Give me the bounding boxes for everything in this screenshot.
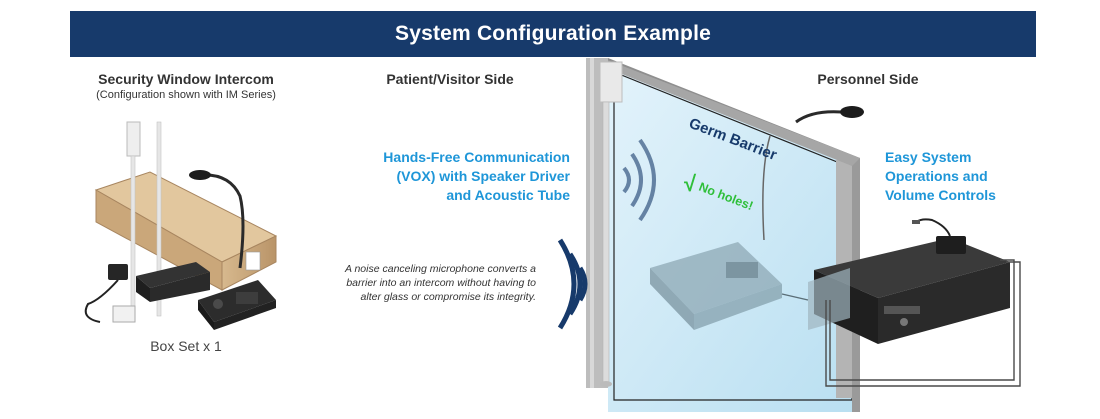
- frame-top-face: [602, 58, 860, 166]
- connection-line-2: [825, 261, 1021, 387]
- wave-3: [557, 238, 577, 330]
- note-line-2: barrier into an intercom without having …: [346, 277, 536, 289]
- power-adapter: [108, 264, 128, 280]
- check-mark-icon: √: [684, 171, 697, 196]
- glass-desk-front: [694, 284, 782, 330]
- mic-head: [189, 170, 211, 180]
- amp-behind-glass: [808, 268, 850, 330]
- personnel-mic-neck: [795, 110, 843, 124]
- glass-desk-top: [650, 242, 782, 314]
- adapter-cable: [84, 279, 119, 323]
- feature-line-2: (VOX) with Speaker Driver: [396, 168, 570, 184]
- desk-intercom-side: [198, 300, 214, 330]
- gooseneck-mic: [191, 173, 245, 269]
- intercom-grille: [236, 292, 258, 304]
- glass-pane: [608, 64, 860, 412]
- amplifier-illustration: [781, 218, 1021, 387]
- glass-desk-side: [650, 268, 694, 330]
- right-title: Personnel Side: [817, 71, 919, 87]
- mic-cable: [762, 135, 771, 241]
- connection-line-1: [829, 259, 1015, 381]
- desk-to-amp-line: [781, 293, 809, 301]
- wave-mid: [630, 152, 643, 208]
- amp-top: [136, 262, 210, 288]
- tube-end: [600, 381, 612, 387]
- center-title: Patient/Visitor Side: [386, 71, 514, 87]
- intercom-knob: [213, 299, 223, 309]
- personnel-mic-head: [840, 106, 864, 118]
- tube-left: [130, 155, 136, 317]
- hands-free-feature: Hands-Free Communication (VOX) with Spea…: [360, 148, 570, 205]
- amp-unit-front: [878, 262, 1010, 344]
- diagram-title: System Configuration Example: [395, 22, 711, 45]
- mounted-tube: [602, 101, 610, 385]
- amp-knob: [900, 318, 908, 326]
- left-subtitle: (Configuration shown with IM Series): [96, 89, 276, 101]
- easy-operations-feature: Easy System Operations and Volume Contro…: [885, 148, 1025, 205]
- left-title: Security Window Intercom: [98, 71, 274, 87]
- sound-waves: [557, 238, 588, 330]
- right-feature-line-3: Volume Controls: [885, 187, 996, 203]
- title-banner: System Configuration Example: [70, 11, 1036, 57]
- window-illustration: [586, 58, 864, 412]
- mount-box: [112, 305, 136, 323]
- microphone-note: A noise canceling microphone converts a …: [312, 262, 536, 304]
- ac-plug: [912, 220, 920, 224]
- glass-desk-grille: [726, 262, 758, 278]
- ac-cord: [915, 218, 951, 237]
- right-feature-line-2: Operations and: [885, 168, 988, 184]
- note-line-1: A noise canceling microphone converts a: [344, 263, 536, 275]
- frame-left-highlight: [590, 58, 594, 388]
- desk-intercom-front: [214, 300, 276, 330]
- amp-front: [150, 272, 210, 302]
- box-set-illustration: [84, 121, 278, 330]
- amp-controls: [884, 306, 920, 314]
- tube-speaker: [126, 121, 141, 157]
- right-feature-line-1: Easy System: [885, 149, 972, 165]
- wave-2: [567, 252, 583, 316]
- wave-outer: [638, 138, 656, 222]
- mounted-speaker: [599, 61, 623, 103]
- feature-line-3: and Acoustic Tube: [446, 187, 570, 203]
- feature-line-1: Hands-Free Communication: [383, 149, 570, 165]
- note-line-3: alter glass or compromise its integrity.: [360, 291, 536, 303]
- box-label: [245, 251, 261, 271]
- box-set-caption: Box Set x 1: [150, 338, 222, 354]
- wave-1: [577, 266, 588, 302]
- ac-adapter: [936, 236, 966, 254]
- amp-side: [136, 276, 150, 302]
- tube-right: [156, 121, 162, 317]
- wave-inner: [622, 166, 631, 194]
